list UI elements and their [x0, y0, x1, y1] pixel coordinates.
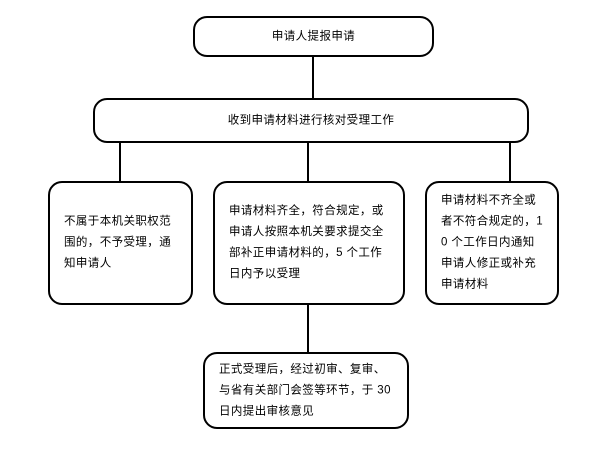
node-apply[interactable]: 申请人提报申请	[193, 16, 434, 57]
node-apply-label: 申请人提报申请	[271, 30, 356, 42]
connector-complete-accept-to-review-opinion	[307, 304, 309, 353]
node-receive-label: 收到申请材料进行核对受理工作	[227, 114, 395, 126]
connector-receive-to-complete-accept	[307, 141, 309, 182]
node-review-opinion[interactable]: 正式受理后，经过初审、复审、与省有关部门会签等环节，于 30 日内提出审核意见	[203, 352, 409, 429]
node-receive[interactable]: 收到申请材料进行核对受理工作	[93, 98, 529, 143]
node-review-opinion-label: 正式受理后，经过初审、复审、与省有关部门会签等环节，于 30 日内提出审核意见	[219, 363, 395, 417]
connector-receive-to-out-of-scope	[119, 141, 121, 182]
node-out-of-scope[interactable]: 不属于本机关职权范围的，不予受理，通知申请人	[48, 181, 193, 305]
connector-apply-to-receive	[312, 55, 314, 99]
node-complete-accept-label: 申请材料齐全，符合规定，或申请人按照本机关要求提交全部补正申请材料的，5 个工作…	[229, 205, 384, 280]
connector-receive-to-incomplete-notify	[509, 141, 511, 182]
node-complete-accept[interactable]: 申请材料齐全，符合规定，或申请人按照本机关要求提交全部补正申请材料的，5 个工作…	[213, 181, 405, 305]
node-out-of-scope-label: 不属于本机关职权范围的，不予受理，通知申请人	[64, 215, 172, 270]
node-incomplete-notify[interactable]: 申请材料不齐全或者不符合规定的，10 个工作日内通知申请人修正或补充申请材料	[425, 181, 559, 305]
node-incomplete-notify-label: 申请材料不齐全或者不符合规定的，10 个工作日内通知申请人修正或补充申请材料	[441, 194, 543, 291]
